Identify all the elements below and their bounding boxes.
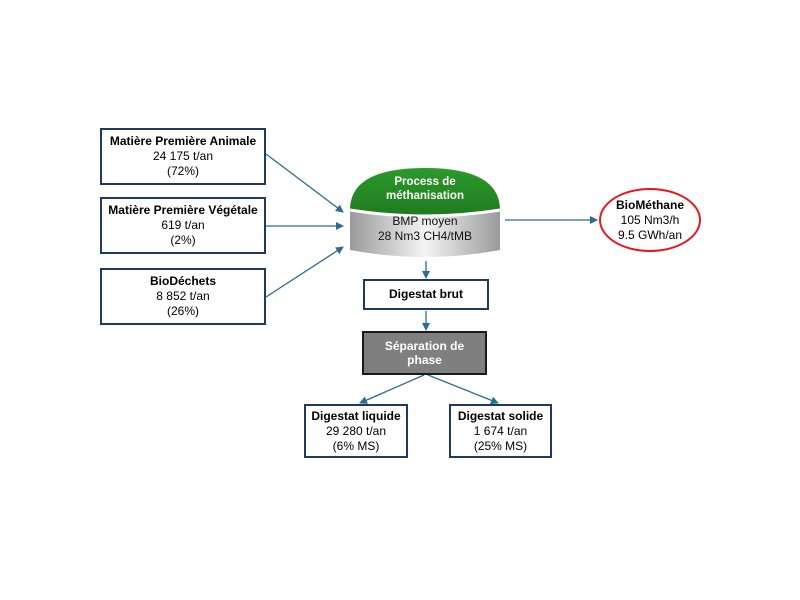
biomethane-energy: 9.5 GWh/an [617, 227, 683, 242]
source-vegetal-box: Matière Première Végétale 619 t/an (2%) [100, 197, 266, 254]
separation-box: Séparation de phase [362, 331, 487, 375]
arrow-separation-to-liquide [359, 374, 425, 404]
separation-line1: Séparation de [384, 339, 465, 353]
source-value: 619 t/an [161, 218, 205, 232]
digester-dome [350, 168, 500, 216]
digestat-value: 29 280 t/an [325, 423, 387, 438]
arrow-animal-to-process [265, 153, 344, 213]
source-animal-box: Matière Première Animale 24 175 t/an (72… [100, 128, 266, 185]
source-share: (72%) [166, 164, 199, 178]
source-share: (26%) [166, 304, 199, 318]
process-title-line2: méthanisation [386, 190, 464, 202]
digestat-brut-box: Digestat brut [363, 279, 489, 310]
source-biodechets-box: BioDéchets 8 852 t/an (26%) [100, 268, 266, 325]
bmp-value: 28 Nm3 CH4/tMB [377, 229, 473, 243]
digestat-liquide-box: Digestat liquide 29 280 t/an (6% MS) [304, 404, 408, 458]
separation-line2: phase [407, 353, 442, 367]
biomethane-title: BioMéthane [615, 197, 684, 212]
source-share: (2%) [170, 233, 196, 247]
arrow-biodechets-to-process [265, 246, 344, 298]
digestat-title: Digestat solide [457, 408, 544, 423]
digester-shape [349, 168, 501, 257]
digestat-solide-box: Digestat solide 1 674 t/an (25% MS) [449, 404, 552, 458]
digestat-title: Digestat liquide [311, 408, 401, 423]
digester-tank [350, 210, 500, 257]
biomethane-flow: 105 Nm3/h [620, 212, 680, 227]
process-bmp: BMP moyen 28 Nm3 CH4/tMB [350, 214, 500, 244]
digestat-ms: (6% MS) [332, 438, 380, 453]
biomethane-output: BioMéthane 105 Nm3/h 9.5 GWh/an [599, 188, 701, 252]
source-title: Matière Première Végétale [108, 203, 258, 217]
process-title-line1: Process de [394, 176, 456, 188]
arrow-separation-to-solide [427, 374, 499, 405]
digestat-value: 1 674 t/an [473, 423, 528, 438]
source-value: 24 175 t/an [152, 149, 214, 163]
source-value: 8 852 t/an [156, 289, 210, 303]
bmp-label: BMP moyen [392, 214, 458, 228]
process-title: Process de méthanisation [355, 175, 495, 203]
source-title: Matière Première Animale [109, 134, 257, 148]
source-title: BioDéchets [149, 274, 217, 288]
digestat-brut-label: Digestat brut [388, 287, 463, 301]
digestat-ms: (25% MS) [473, 438, 528, 453]
